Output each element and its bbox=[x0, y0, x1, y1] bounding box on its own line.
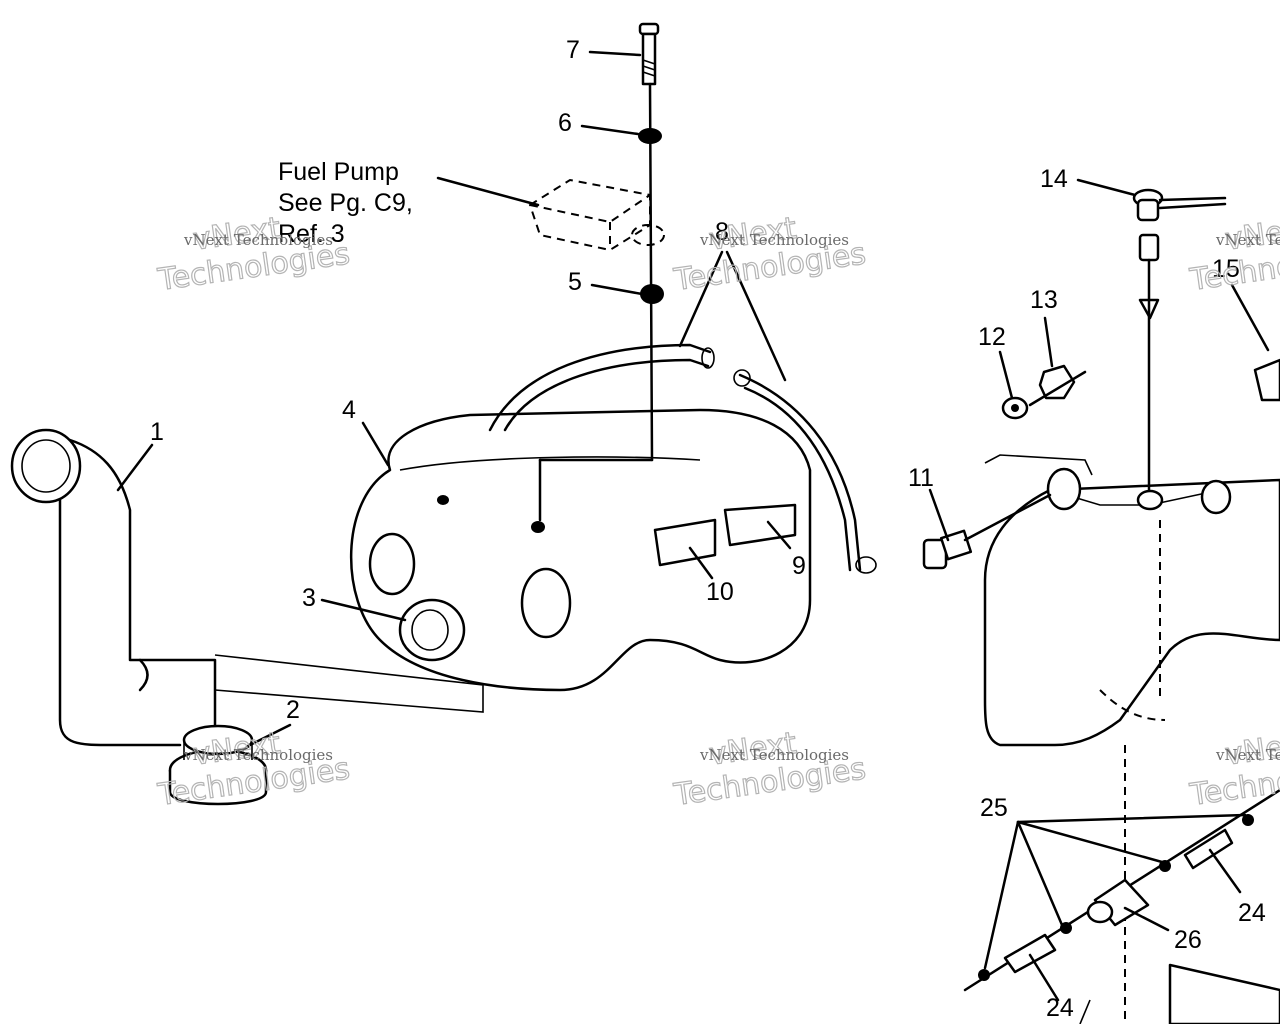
part-fitting-15 bbox=[1253, 358, 1280, 402]
callout-11: 11 bbox=[908, 464, 934, 492]
callout-26: 26 bbox=[1174, 926, 1202, 954]
callout-14: 14 bbox=[1040, 165, 1068, 193]
callout-9: 9 bbox=[792, 552, 806, 580]
callout-7: 7 bbox=[566, 36, 580, 64]
part-bolt-11 bbox=[922, 493, 1052, 570]
part-grommet-clamp bbox=[168, 724, 268, 806]
callout-1: 1 bbox=[150, 418, 164, 446]
callout-labels: 1 2 3 4 5 6 7 8 9 10 11 12 13 14 15 24 2… bbox=[150, 36, 1266, 1022]
note-line-2: See Pg. C9, bbox=[278, 189, 413, 217]
part-level-sensor bbox=[1132, 188, 1227, 492]
callout-2: 2 bbox=[286, 696, 300, 724]
callout-5: 5 bbox=[568, 268, 582, 296]
callout-8: 8 bbox=[715, 218, 729, 246]
fastener-stack bbox=[538, 22, 664, 522]
watermark-small-2: vNext Technologies bbox=[699, 231, 849, 249]
part-grommet bbox=[398, 598, 466, 662]
callout-6: 6 bbox=[558, 109, 572, 137]
part-filler-neck bbox=[10, 428, 217, 747]
watermark-small-4: vNext Technologies bbox=[699, 746, 849, 764]
callout-10: 10 bbox=[706, 578, 734, 606]
watermark-4: vNext Technologies bbox=[671, 725, 869, 813]
fuel-pump-phantom bbox=[436, 176, 665, 252]
watermarks: vNext Technologies vNext Technologies vN… bbox=[155, 210, 1280, 813]
watermark-6: vNext Technologies bbox=[1187, 725, 1280, 813]
part-frame-mount bbox=[983, 454, 1280, 1024]
part-washer-nut bbox=[1001, 364, 1087, 420]
fuel-pump-note: Fuel Pump See Pg. C9, Ref. 3 bbox=[278, 158, 413, 248]
callout-24b: 24 bbox=[1046, 994, 1074, 1022]
watermark-small-1: vNext Technologies bbox=[183, 231, 333, 249]
leader-lines bbox=[116, 50, 1270, 1002]
watermark-2: vNext Technologies bbox=[671, 210, 869, 298]
callout-13: 13 bbox=[1030, 286, 1058, 314]
callout-25: 25 bbox=[980, 794, 1008, 822]
watermark-small-6: vNext Technologies bbox=[1215, 746, 1280, 764]
callout-3: 3 bbox=[302, 584, 316, 612]
watermark-small-3: vNext Technologies bbox=[183, 746, 333, 764]
note-line-3: Ref. 3 bbox=[278, 220, 345, 248]
watermark-5: vNext Technologies bbox=[1187, 210, 1280, 298]
callout-4: 4 bbox=[342, 396, 356, 424]
part-filter-line bbox=[963, 788, 1280, 1024]
part-oil-tank bbox=[214, 408, 812, 713]
watermark-small-5: vNext Technologies bbox=[1215, 231, 1280, 249]
callout-15: 15 bbox=[1212, 255, 1240, 283]
part-hoses bbox=[488, 343, 877, 574]
callout-24a: 24 bbox=[1238, 899, 1266, 927]
note-line-1: Fuel Pump bbox=[278, 158, 399, 186]
callout-12: 12 bbox=[978, 323, 1006, 351]
